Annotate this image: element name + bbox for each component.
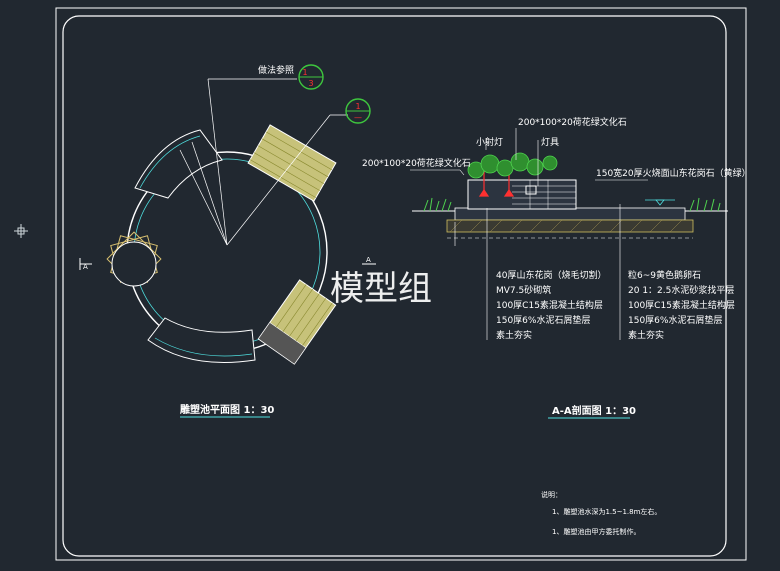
right-layer-labels: 粒6~9黄色鹅卵石 20 1：2.5水泥砂浆找平层 100厚C15素混凝土结构层… <box>628 269 735 341</box>
planter-right <box>257 279 337 365</box>
water-level-marker <box>645 199 675 206</box>
section-gravel-hatch <box>449 219 683 233</box>
curved-bench-bottom <box>147 317 256 363</box>
notes-item-1: 1、雕塑池水深为1.5~1.8m左右。 <box>552 507 661 516</box>
label-spotlight: 小射灯 <box>476 136 503 148</box>
left-layer-2: MV7.5砂砌筑 <box>496 284 551 296</box>
sheet-inner-frame <box>62 15 727 557</box>
crosshair-cursor-icon <box>14 224 28 238</box>
right-layer-1: 粒6~9黄色鹅卵石 <box>628 269 701 281</box>
detail-ref-label: 做法参照 <box>258 64 294 76</box>
detail-bubble-2 <box>345 98 371 124</box>
left-layer-labels: 40厚山东花岗（烧毛切割） MV7.5砂砌筑 100厚C15素混凝土结构层 15… <box>496 269 606 341</box>
section-slab <box>454 207 686 221</box>
bubble-2-bottom: — <box>354 113 362 122</box>
detail-bubble-1 <box>298 64 324 90</box>
label-lamp: 灯具 <box>541 137 559 148</box>
curved-bench-top-left-edge <box>139 135 201 189</box>
sheet-outer-frame <box>55 7 747 561</box>
left-layer-4: 150厚6%水泥石屑垫层 <box>496 314 590 326</box>
right-layer-2: 20 1：2.5水泥砂浆找平层 <box>628 284 734 296</box>
section-lamp-box <box>525 185 537 195</box>
tree-pit-left <box>106 231 162 287</box>
curved-bench-top-left <box>134 129 223 199</box>
grass-left <box>423 197 452 212</box>
section-cut-left <box>79 258 92 270</box>
label-stone-left: 200*100*20荷花绿文化石 <box>362 157 471 169</box>
shrub-cluster <box>467 152 558 179</box>
right-layer-4: 150厚6%水泥石屑垫层 <box>628 314 722 326</box>
label-pebble: 150宽20厚火烧面山东花岗石（黄绿） <box>596 167 751 179</box>
bubble-1-top: 1 <box>302 68 307 77</box>
pool-plan <box>79 64 376 418</box>
bubble-2-top: 1 <box>355 102 360 111</box>
label-stone-top: 200*100*20荷花绿文化石 <box>518 116 627 128</box>
watermark-text: 模型组 <box>330 269 432 309</box>
section-planter-brick <box>512 180 576 209</box>
section-leaders <box>410 128 648 340</box>
grass-right <box>689 197 721 212</box>
notes-item-2: 1、雕塑池由甲方委托制作。 <box>552 527 640 536</box>
section-marker-a: A <box>83 263 88 271</box>
plan-title: 雕塑池平面图 1：30 <box>180 403 274 416</box>
right-layer-3: 100厚C15素混凝土结构层 <box>628 299 735 311</box>
section-marker-b: A <box>366 256 371 264</box>
pool-section <box>410 128 728 419</box>
curved-bench-bottom-edge <box>154 337 253 357</box>
leader-lines <box>179 78 348 246</box>
bubble-1-bottom: 3 <box>308 79 313 88</box>
left-layer-5: 素土夯实 <box>496 329 532 341</box>
left-layer-3: 100厚C15素混凝土结构层 <box>496 299 603 311</box>
right-layer-5: 素土夯实 <box>628 329 664 341</box>
notes-heading: 说明： <box>541 490 562 499</box>
section-title: A-A剖面图 1：30 <box>552 404 636 417</box>
left-layer-1: 40厚山东花岗（烧毛切割） <box>496 269 606 281</box>
